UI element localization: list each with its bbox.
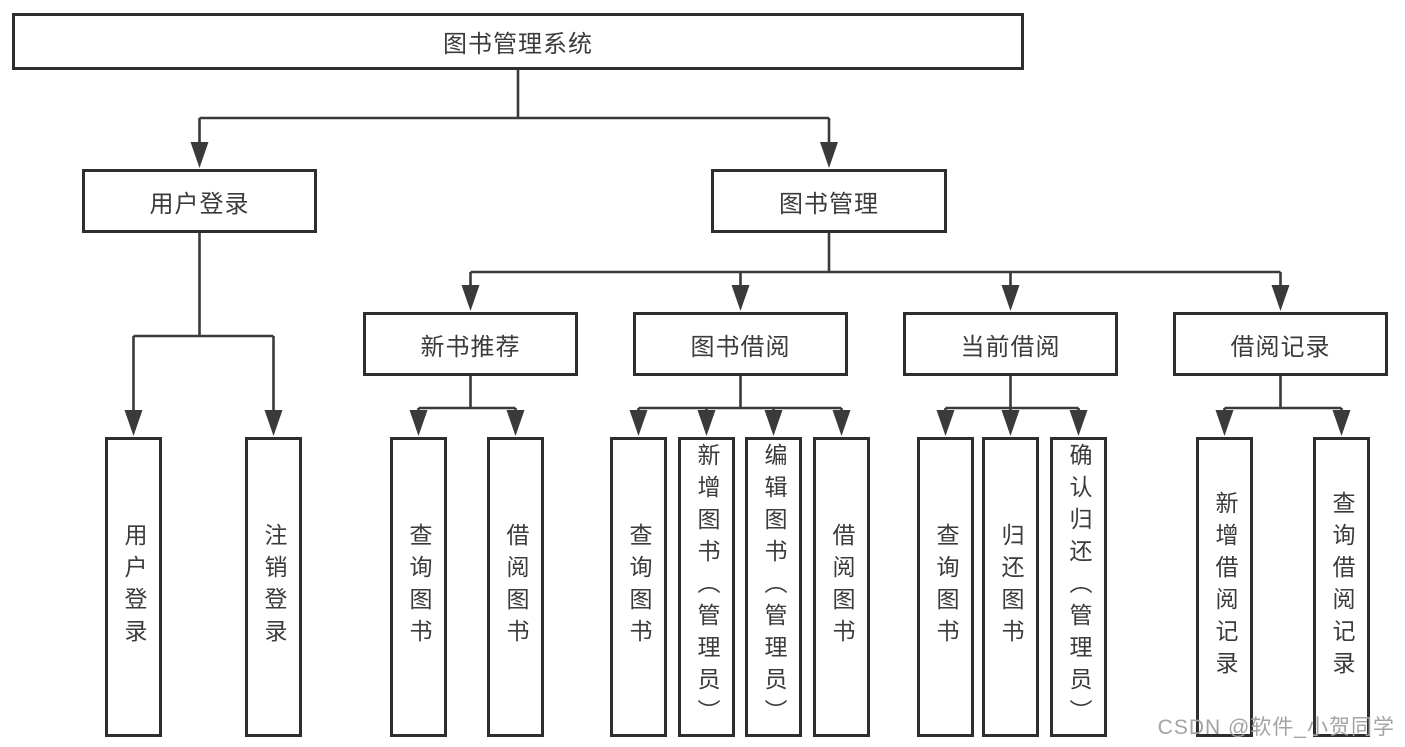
- csdn-watermark: CSDN @软件_小贺同学: [1157, 716, 1395, 739]
- edge-borrowing-records-to-leaves: [1215, 376, 1351, 436]
- edge-root-to-level2: [190, 70, 838, 168]
- leaf-borrowing-query-books: 查询图书: [610, 437, 667, 737]
- leaf-borrowing-edit-books-admin: 编辑图书（管理员）: [745, 437, 802, 737]
- node-new-book-recommend: 新书推荐: [363, 312, 578, 376]
- arrow-down-icon: [629, 410, 648, 436]
- node-book-management-system: 图书管理系统: [12, 13, 1024, 70]
- leaf-current-confirm-return-admin: 确认归还（管理员）: [1050, 437, 1107, 737]
- leaf-records-add-borrow-record: 新增借阅记录: [1196, 437, 1253, 737]
- edge-book-borrowing-to-leaves: [629, 376, 851, 436]
- arrow-down-icon: [409, 410, 428, 436]
- node-book-management: 图书管理: [711, 169, 947, 233]
- arrow-down-icon: [506, 410, 525, 436]
- leaf-current-query-books: 查询图书: [917, 437, 974, 737]
- arrow-down-icon: [832, 410, 851, 436]
- arrow-down-icon: [731, 285, 750, 311]
- arrow-down-icon: [461, 285, 480, 311]
- arrow-down-icon: [1001, 410, 1020, 436]
- arrow-down-icon: [697, 410, 716, 436]
- arrow-down-icon: [124, 410, 143, 436]
- edge-new-book-recommend-to-leaves: [409, 376, 525, 436]
- edge-user-login-to-leaves: [124, 233, 283, 436]
- node-book-borrowing: 图书借阅: [633, 312, 848, 376]
- leaf-current-return-books: 归还图书: [982, 437, 1039, 737]
- arrow-down-icon: [1001, 285, 1020, 311]
- arrow-down-icon: [1215, 410, 1234, 436]
- leaf-user-login: 用户登录: [105, 437, 162, 737]
- leaf-recommend-borrow-books: 借阅图书: [487, 437, 544, 737]
- leaf-borrowing-borrow-books: 借阅图书: [813, 437, 870, 737]
- arrow-down-icon: [190, 142, 209, 168]
- node-borrowing-records: 借阅记录: [1173, 312, 1388, 376]
- leaf-borrowing-add-books-admin: 新增图书（管理员）: [678, 437, 735, 737]
- arrow-down-icon: [1069, 410, 1088, 436]
- arrow-down-icon: [1271, 285, 1290, 311]
- node-current-borrowing: 当前借阅: [903, 312, 1118, 376]
- arrow-down-icon: [820, 142, 838, 168]
- edge-current-borrowing-to-leaves: [936, 376, 1088, 436]
- leaf-logout: 注销登录: [245, 437, 302, 737]
- node-user-login: 用户登录: [82, 169, 317, 233]
- arrow-down-icon: [936, 410, 955, 436]
- arrow-down-icon: [764, 410, 783, 436]
- arrow-down-icon: [264, 410, 283, 436]
- leaf-recommend-query-books: 查询图书: [390, 437, 447, 737]
- arrow-down-icon: [1332, 410, 1351, 436]
- edge-book-management-to-level3: [461, 233, 1290, 311]
- leaf-records-query-borrow-record: 查询借阅记录: [1313, 437, 1370, 737]
